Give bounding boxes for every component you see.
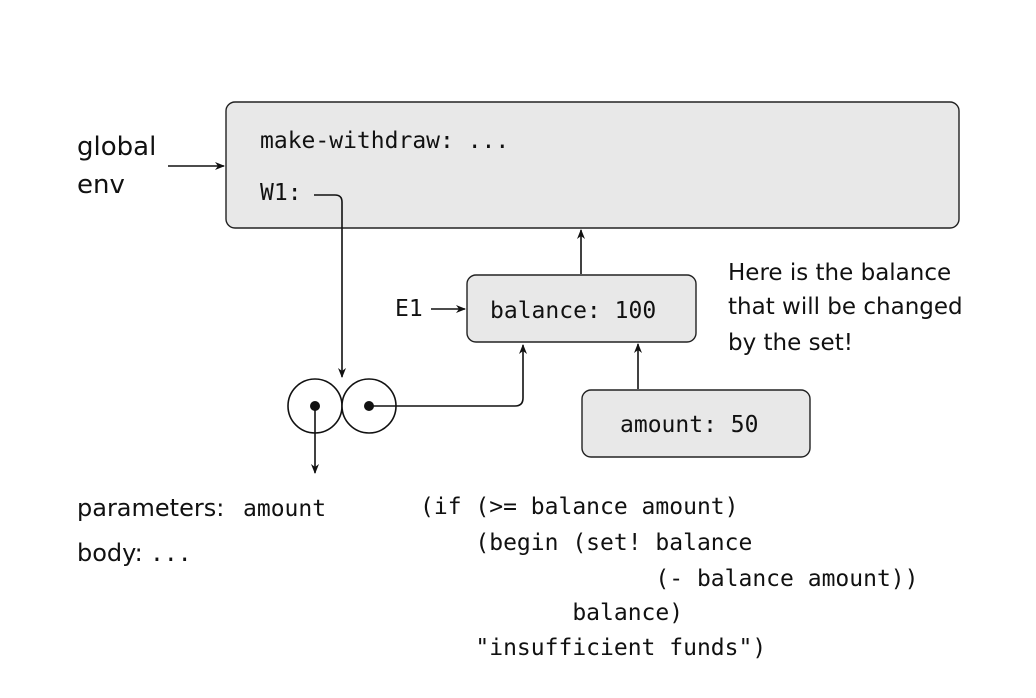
binding-make-withdraw: make-withdraw: ... xyxy=(260,128,509,154)
code-line-4: balance) xyxy=(420,600,683,626)
binding-amount: amount: 50 xyxy=(620,412,758,438)
code-line-2: (begin (set! balance xyxy=(420,530,752,556)
code-line-3: (- balance amount)) xyxy=(420,566,919,592)
body-label: body: xyxy=(77,539,143,567)
procedure-env-arrow xyxy=(369,344,527,407)
parameters-value: amount xyxy=(243,496,326,522)
body-value: ... xyxy=(150,541,192,567)
code-line-5: "insufficient funds") xyxy=(420,635,766,661)
annotation-line1: Here is the balance xyxy=(728,260,951,286)
annotation-line2: that will be changed xyxy=(728,294,963,320)
e1-label: E1 xyxy=(395,296,423,322)
binding-w1: W1: xyxy=(260,180,302,206)
e1-frame xyxy=(466,274,697,343)
global-env-label-line1: global xyxy=(77,132,156,162)
global-env-label-line2: env xyxy=(77,170,125,200)
annotation-line3: by the set! xyxy=(728,330,853,356)
binding-balance: balance: 100 xyxy=(490,298,656,324)
amount-frame xyxy=(581,389,811,458)
code-line-1: (if (>= balance amount) xyxy=(420,494,739,520)
w1-to-procedure-arrow xyxy=(314,194,346,378)
global-env-frame xyxy=(225,101,960,229)
parameters-label: parameters: xyxy=(77,494,224,522)
